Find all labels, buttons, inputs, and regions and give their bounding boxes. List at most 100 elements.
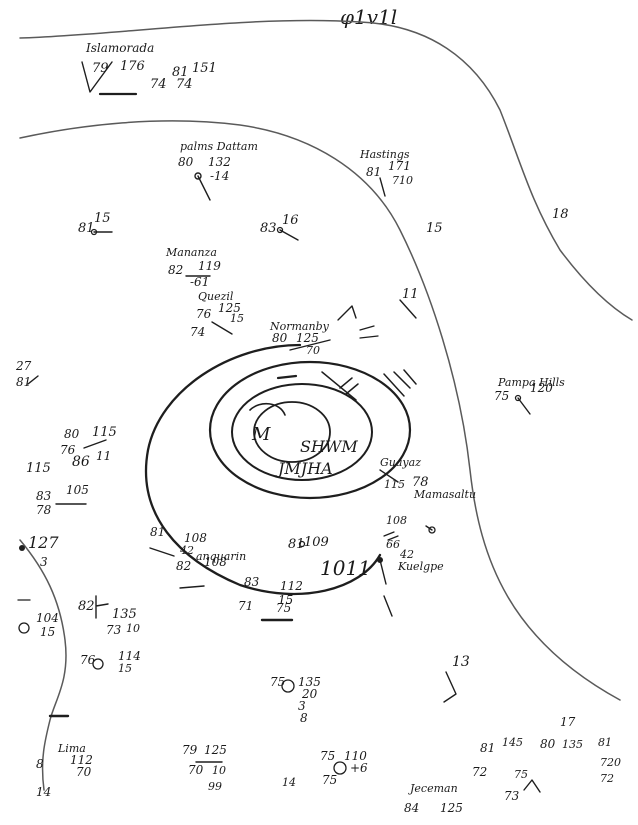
svg-text:10: 10 (126, 622, 140, 635)
svg-text:Guayaz: Guayaz (380, 456, 421, 469)
isobar-eye (249, 402, 286, 416)
svg-text:+6: +6 (350, 761, 368, 775)
svg-text:81: 81 (78, 221, 95, 236)
svg-text:86: 86 (72, 454, 90, 470)
svg-text:81: 81 (366, 165, 381, 179)
station-105: 83 105 78 (36, 483, 89, 517)
svg-text:145: 145 (502, 736, 523, 749)
svg-text:710: 710 (392, 174, 413, 187)
svg-text:15: 15 (278, 593, 293, 607)
svg-text:15: 15 (94, 211, 111, 226)
svg-text:75: 75 (514, 768, 528, 781)
svg-text:anquarin: anquarin (196, 550, 246, 563)
svg-text:125: 125 (218, 301, 241, 315)
station-mananza: Mananza 119 82 -61 (165, 246, 221, 289)
storm-label-m: M (251, 424, 271, 445)
svg-text:720: 720 (600, 756, 621, 769)
isobar-ring-outer (208, 360, 412, 500)
svg-text:84: 84 (404, 801, 419, 815)
svg-text:79: 79 (92, 61, 109, 76)
svg-text:127: 127 (28, 533, 59, 552)
svg-text:10: 10 (212, 764, 226, 777)
svg-text:8: 8 (36, 757, 44, 771)
station-125-south: 79 125 70 10 99 (182, 743, 227, 793)
svg-text:Quezil: Quezil (198, 290, 234, 303)
station-kuelgpe: 108 66 42 Kuelgpe (377, 514, 444, 617)
wind-barb-13: 13 (443, 654, 470, 703)
outer-front-line (19, 19, 633, 321)
svg-text:Islamorada: Islamorada (85, 41, 154, 55)
svg-text:71: 71 (238, 599, 253, 613)
svg-text:135: 135 (298, 675, 321, 689)
station-115-west: 80 115 76 11 (60, 425, 117, 463)
svg-text:72: 72 (472, 765, 487, 779)
svg-text:Normanby: Normanby (269, 320, 330, 333)
svg-text:82: 82 (168, 263, 183, 277)
svg-text:73: 73 (504, 789, 520, 803)
svg-text:125: 125 (296, 331, 319, 345)
svg-text:176: 176 (120, 59, 145, 74)
hatch-mark (383, 531, 399, 541)
svg-text:75: 75 (322, 773, 337, 787)
svg-text:125: 125 (440, 801, 463, 815)
svg-text:Pampa Hills: Pampa Hills (497, 376, 565, 389)
svg-text:82: 82 (78, 599, 95, 614)
svg-text:83: 83 (260, 221, 277, 236)
svg-text:76: 76 (196, 307, 212, 321)
station-hastings: Hastings 171 81 710 (359, 148, 413, 197)
station-normanby: Normanby 80 125 70 (269, 305, 417, 401)
svg-text:78: 78 (412, 475, 429, 490)
station-109: 81 109 (288, 535, 329, 552)
svg-text:75: 75 (276, 601, 291, 615)
svg-text:151: 151 (192, 61, 217, 76)
front-line-west (19, 539, 67, 791)
svg-text:14: 14 (282, 776, 296, 789)
svg-text:109: 109 (304, 535, 329, 550)
svg-text:15: 15 (40, 625, 55, 639)
station-southeast: 81 145 72 80 135 75 73 17 (472, 715, 583, 803)
svg-text:70: 70 (76, 765, 92, 779)
station-anquarin: 81 108 42 anquarin (149, 525, 246, 563)
svg-text:70: 70 (188, 763, 204, 777)
svg-text:114: 114 (118, 649, 141, 663)
station-palms-dattam: palms Dattam 80 132 -14 (178, 140, 258, 201)
svg-text:73: 73 (106, 623, 122, 637)
svg-text:80: 80 (64, 427, 80, 441)
svg-text:75: 75 (320, 749, 335, 763)
svg-text:14: 14 (36, 785, 51, 799)
svg-text:112: 112 (280, 579, 303, 593)
station-83-16: 83 16 (260, 213, 299, 241)
svg-text:108: 108 (386, 514, 407, 527)
storm-label-shwm: SHWM (300, 437, 358, 456)
svg-text:75: 75 (494, 389, 509, 403)
station-112: 83 112 15 71 75 (238, 575, 303, 622)
svg-text:11: 11 (96, 449, 111, 463)
svg-text:120: 120 (530, 381, 553, 395)
svg-text:74: 74 (150, 77, 167, 92)
svg-text:110: 110 (344, 749, 367, 763)
svg-text:81: 81 (598, 736, 612, 749)
svg-text:3: 3 (298, 699, 306, 713)
svg-text:74: 74 (190, 325, 205, 339)
station-pampa-hills: Pampa Hills 75 120 (494, 376, 565, 415)
isobar-label-1011: 1011 (320, 556, 371, 580)
station-81-15: 81 15 (78, 211, 113, 236)
svg-text:Mananza: Mananza (165, 246, 217, 259)
svg-text:82: 82 (176, 559, 191, 573)
svg-text:119: 119 (198, 259, 221, 273)
svg-text:42: 42 (179, 544, 194, 557)
isobar-ring-inner (253, 401, 331, 463)
svg-text:42: 42 (399, 548, 414, 561)
station-135-south: 75 135 20 3 8 (270, 675, 321, 725)
station-guayaz: Guayaz 115 (379, 456, 421, 491)
svg-text:83: 83 (36, 489, 52, 503)
svg-text:76: 76 (80, 653, 96, 667)
svg-text:132: 132 (208, 155, 231, 169)
svg-text:3: 3 (40, 555, 48, 569)
front-line-east (19, 120, 621, 701)
svg-text:81: 81 (288, 537, 305, 552)
svg-text:15: 15 (118, 662, 132, 675)
svg-text:Kuelgpe: Kuelgpe (397, 560, 444, 573)
svg-text:Mamasaltu: Mamasaltu (413, 488, 476, 501)
svg-text:80: 80 (178, 155, 194, 169)
